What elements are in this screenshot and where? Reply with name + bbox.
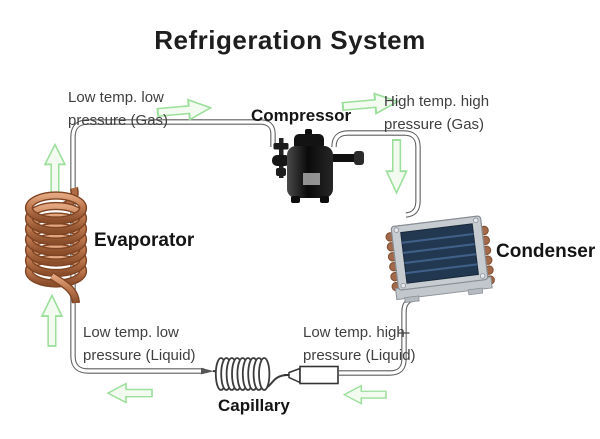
flow-label-line: pressure (Liquid) [83, 347, 196, 364]
flow-arrow-up-icon [41, 294, 63, 347]
compressor-unit [272, 129, 364, 203]
flow-label-line: pressure (Liquid) [303, 347, 416, 364]
flow-label-line: Low temp. high [303, 324, 405, 341]
evaporator-coil [24, 187, 88, 304]
flow-label-bottom-left: Low temp. low pressure (Liquid) [83, 321, 196, 367]
flow-label-line: Low temp. low [68, 89, 164, 106]
evaporator-label: Evaporator [94, 230, 195, 251]
flow-label-line: Low temp. low [83, 324, 179, 341]
condenser-unit [385, 215, 495, 304]
flow-label-bottom-right: Low temp. high pressure (Liquid) [303, 321, 416, 367]
filter-drier [284, 365, 339, 385]
condenser-label: Condenser [496, 241, 596, 262]
flow-label-line: High temp. high [384, 93, 490, 110]
flow-label-top-left: Low temp. low pressure (Gas) [68, 86, 168, 132]
flow-label-line: pressure (Gas) [68, 112, 169, 129]
page-title: Refrigeration System [154, 25, 426, 55]
capillary-assembly [212, 357, 339, 391]
flow-label-line: pressure (Gas) [384, 116, 485, 133]
flow-arrow-down-icon [385, 139, 408, 194]
pipe-taper [201, 367, 214, 375]
capillary-label: Capillary [218, 396, 290, 415]
flow-label-top-right: High temp. high pressure (Gas) [384, 90, 489, 136]
flow-arrow-left-icon [343, 384, 387, 405]
flow-arrow-left-icon [107, 382, 153, 404]
compressor-label: Compressor [251, 106, 352, 125]
flow-arrow-up-icon [44, 143, 66, 194]
